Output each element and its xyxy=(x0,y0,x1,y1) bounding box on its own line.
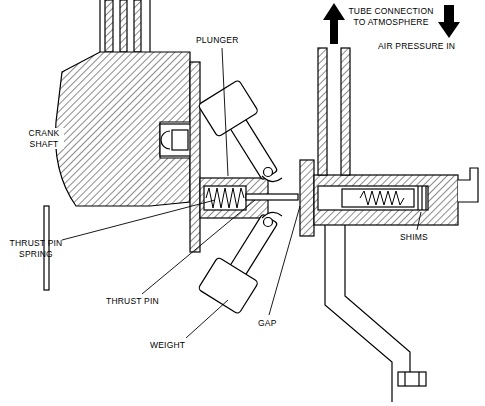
leader-line xyxy=(417,212,421,230)
part-label: CRANK SHAFT xyxy=(24,128,64,149)
air-inlet-hook xyxy=(458,168,478,202)
bracket-bolt xyxy=(398,372,426,386)
shim xyxy=(421,186,422,210)
weight-block xyxy=(198,257,259,315)
part-label: GAP xyxy=(258,318,277,329)
shaft-strip xyxy=(105,0,113,52)
valve-body xyxy=(314,175,458,225)
shaft-edge xyxy=(149,0,150,52)
thrust-pin xyxy=(246,194,298,200)
shim xyxy=(417,186,418,210)
valve-end-plate xyxy=(300,160,314,236)
part-label: AIR PRESSURE IN xyxy=(378,41,455,52)
part-label: WEIGHT xyxy=(150,340,185,351)
bolt-head xyxy=(160,124,192,156)
thrust-pin-spring xyxy=(206,188,244,208)
inflow-arrow xyxy=(438,5,460,38)
bracket-arm xyxy=(325,225,392,402)
weight-pivot xyxy=(264,218,273,227)
bolt-line xyxy=(418,372,419,386)
weight-toe xyxy=(262,212,282,218)
weight-toe xyxy=(262,176,282,182)
part-label: TUBE CONNECTION TO ATMOSPHERE xyxy=(346,6,436,27)
plunger-bore xyxy=(204,186,246,210)
part-label: THRUST PIN xyxy=(106,296,159,307)
valve-piston xyxy=(342,189,414,207)
shim xyxy=(425,186,426,210)
bolt-shank xyxy=(172,130,188,150)
part-label: THRUST PIN SPRING xyxy=(2,238,70,259)
leader-line xyxy=(142,200,255,294)
weight-pivot xyxy=(264,168,273,177)
weight-block xyxy=(198,80,259,138)
leader-line xyxy=(62,200,215,240)
tube-wall xyxy=(318,48,327,175)
flange-plate xyxy=(190,62,200,252)
bracket-arm xyxy=(345,225,410,372)
shaft-strip xyxy=(120,0,127,52)
valve-bore xyxy=(318,186,428,210)
shaft-strip xyxy=(134,0,141,52)
leader-line xyxy=(269,206,300,315)
outflow-arrow xyxy=(323,3,345,44)
part-label: PLUNGER xyxy=(196,35,239,46)
bolt-line xyxy=(404,372,405,386)
part-label: SHIMS xyxy=(400,232,428,243)
shaft-edge xyxy=(99,0,100,52)
bolt-curve xyxy=(161,131,170,149)
valve-spring xyxy=(360,191,404,205)
leader-line xyxy=(222,48,228,176)
tube-wall xyxy=(341,48,350,175)
leader-line xyxy=(186,300,228,338)
